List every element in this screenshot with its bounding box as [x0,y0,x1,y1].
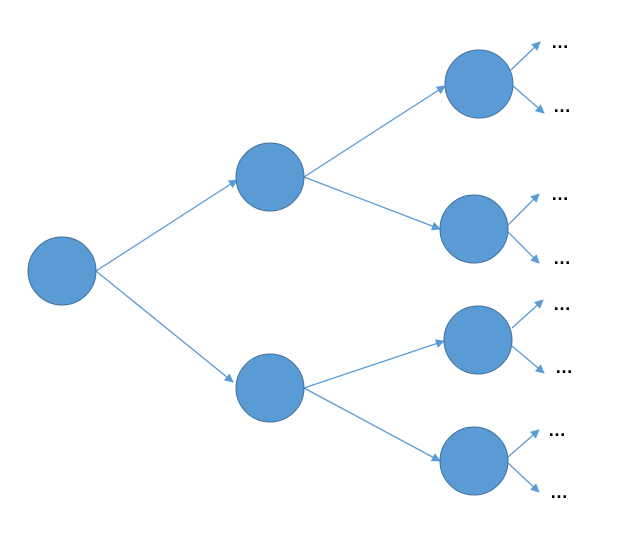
edge-node-a-up [510,41,541,71]
edge-node-d-down [507,462,540,493]
leaf-label: … [553,96,572,116]
upper-node [235,142,305,212]
leaf-label: … [555,357,574,377]
edge-node-b-up [507,193,540,226]
edge-root-to-upper [95,179,238,272]
node-d [439,426,509,496]
edge-node-a-down [512,85,545,114]
edge-upper-to-node-a [303,85,446,178]
edge-node-b-down [507,231,540,264]
leaf-label: … [551,184,570,204]
node-b [439,194,509,264]
edge-lower-to-node-c [303,339,445,389]
lower-node [235,353,305,423]
leaf-label: … [551,32,570,52]
edges [95,41,545,493]
edge-node-d-up [507,429,540,458]
node-c [443,305,513,375]
nodes [27,49,514,496]
edge-node-c-down [511,345,545,374]
edge-root-to-lower [95,270,234,383]
edge-node-c-up [511,299,544,329]
edge-lower-to-node-d [303,387,441,462]
leaf-label: … [553,294,572,314]
leaf-label: … [548,420,567,440]
root-node [27,236,97,306]
leaf-label: … [553,248,572,268]
leaf-label: … [550,482,569,502]
edge-upper-to-node-b [303,176,441,231]
node-a [444,49,514,119]
